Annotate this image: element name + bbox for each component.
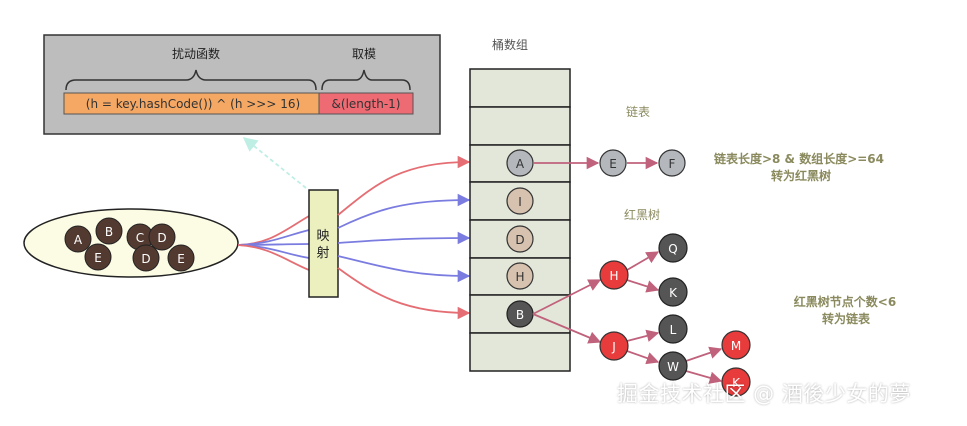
bucket-node-a: A: [506, 149, 534, 177]
bucket-node-d: D: [506, 225, 534, 253]
svg-text:D: D: [141, 252, 150, 266]
svg-text:D: D: [515, 233, 524, 247]
modulo-brace: [321, 69, 411, 91]
mapping-to-hash-link: [242, 137, 307, 189]
svg-text:C: C: [136, 231, 144, 245]
perturb-brace: [65, 69, 317, 91]
modulo-box: [318, 92, 414, 115]
svg-text:W: W: [667, 360, 679, 374]
svg-text:E: E: [609, 157, 617, 171]
svg-text:B: B: [105, 225, 113, 239]
svg-text:F: F: [669, 157, 676, 171]
tree-node-h: H: [599, 260, 629, 290]
svg-text:M: M: [731, 339, 741, 353]
mapping-label-2: 射: [316, 245, 329, 261]
bucket-0: [469, 68, 571, 108]
key-set: A B E C D D E: [23, 208, 239, 278]
svg-text:K: K: [732, 376, 741, 390]
list-node-f: F: [658, 149, 686, 177]
key-node-d2: D: [132, 244, 160, 272]
svg-text:K: K: [669, 286, 678, 300]
bucket-node-h: H: [506, 262, 534, 290]
key-node-a: A: [64, 225, 92, 253]
tree-node-j: J: [599, 331, 629, 361]
svg-text:E: E: [94, 251, 102, 265]
svg-text:H: H: [515, 270, 524, 284]
tree-node-l: L: [658, 314, 688, 344]
svg-text:E: E: [177, 252, 185, 266]
key-node-e1: E: [84, 243, 112, 271]
mapping-label-1: 映: [316, 229, 329, 244]
svg-text:J: J: [611, 340, 616, 354]
key-node-e2: E: [167, 244, 195, 272]
bucket-node-i: I: [506, 187, 534, 215]
key-node-d1: D: [148, 223, 176, 251]
perturb-label: 扰动函数: [172, 46, 220, 61]
to-tree-note-line-2: 转为红黑树: [771, 168, 831, 183]
svg-text:D: D: [157, 231, 166, 245]
tree-node-w: W: [658, 351, 688, 381]
watermark: 掘金技术社区 @ 酒後少女的夢: [617, 382, 911, 406]
bucket-array-label: 桶数组: [492, 37, 528, 52]
svg-text:A: A: [74, 233, 83, 247]
svg-text:B: B: [516, 308, 524, 322]
svg-text:L: L: [670, 323, 677, 337]
to-tree-note-line-1: 链表长度>8 & 数组长度>=64: [714, 151, 884, 166]
to-list-note-line-1: 红黑树节点个数<6: [794, 294, 896, 309]
tree-node-k-lower: K: [721, 367, 751, 397]
svg-text:A: A: [516, 157, 525, 171]
key-to-mapping-curves: [237, 215, 310, 271]
mapping-box: 映 射: [308, 189, 339, 298]
svg-text:Q: Q: [668, 242, 677, 256]
to-list-note-line-2: 转为链表: [822, 311, 871, 326]
red-black-tree-label: 红黑树: [624, 207, 660, 222]
key-node-b: B: [95, 217, 123, 245]
tree-node-q: Q: [658, 233, 688, 263]
bucket-node-b: B: [506, 300, 534, 328]
modulo-text: &(length-1): [332, 97, 401, 111]
linked-list-label: 链表: [626, 104, 650, 119]
formula-text: (h = key.hashCode()) ^ (h >>> 16): [86, 97, 300, 111]
svg-text:H: H: [609, 269, 618, 283]
tree-node-m: M: [721, 330, 751, 360]
modulo-label: 取模: [352, 47, 376, 61]
red-black-tree-edges: [532, 251, 723, 384]
bucket-1: [469, 106, 571, 146]
tree-node-k-upper: K: [658, 277, 688, 307]
hash-function-panel: 扰动函数 取模 (h = key.hashCode()) ^ (h >>> 16…: [43, 34, 441, 135]
svg-text:I: I: [518, 195, 522, 209]
list-node-e: E: [599, 149, 627, 177]
mapping-to-bucket-arrows: [337, 155, 471, 320]
linked-list: E F: [533, 149, 686, 177]
bucket-7: [469, 332, 571, 372]
